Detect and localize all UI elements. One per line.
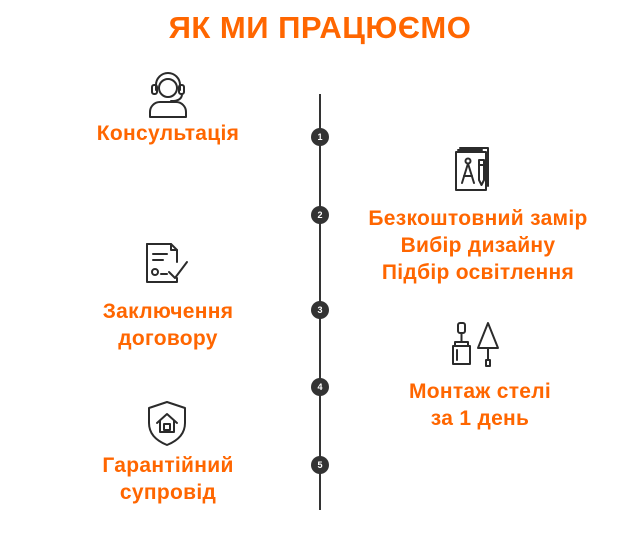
- timeline-marker-3: 3: [311, 301, 329, 319]
- step-label-line: Підбір освітлення: [381, 261, 575, 284]
- timeline-marker-5: 5: [311, 456, 329, 474]
- step-label-line: Безкоштовний замір: [368, 207, 588, 230]
- headset-support-icon: [142, 70, 194, 120]
- step-label-line: Монтаж стелі: [408, 380, 552, 403]
- drafting-tools-icon: [452, 146, 496, 194]
- paint-brush-trowel-icon: [446, 320, 500, 368]
- home-shield-icon: [145, 399, 189, 447]
- step-label-line: Консультація: [96, 122, 240, 145]
- step-installation: Монтаж стелі за 1 день: [352, 378, 608, 432]
- contract-document-icon: [143, 240, 191, 286]
- timeline-marker-4: 4: [311, 378, 329, 396]
- timeline-marker-2: 2: [311, 206, 329, 224]
- step-label-line: договору: [118, 327, 218, 350]
- step-warranty: Гарантійний супровід: [55, 452, 281, 506]
- step-contract: Заключення договору: [55, 298, 281, 352]
- timeline-marker-1: 1: [311, 128, 329, 146]
- step-measure-design-lighting: Безкоштовний замір Вибір дизайну Підбір …: [342, 205, 614, 286]
- step-label-line: Гарантійний: [102, 454, 234, 477]
- step-label-line: супровід: [119, 481, 217, 504]
- page-title: ЯК МИ ПРАЦЮЄМО: [168, 10, 472, 45]
- step-label-line: за 1 день: [430, 407, 530, 430]
- step-label-line: Вибір дизайну: [400, 234, 556, 257]
- step-label-line: Заключення: [102, 300, 234, 323]
- step-consultation: Консультація: [55, 120, 281, 147]
